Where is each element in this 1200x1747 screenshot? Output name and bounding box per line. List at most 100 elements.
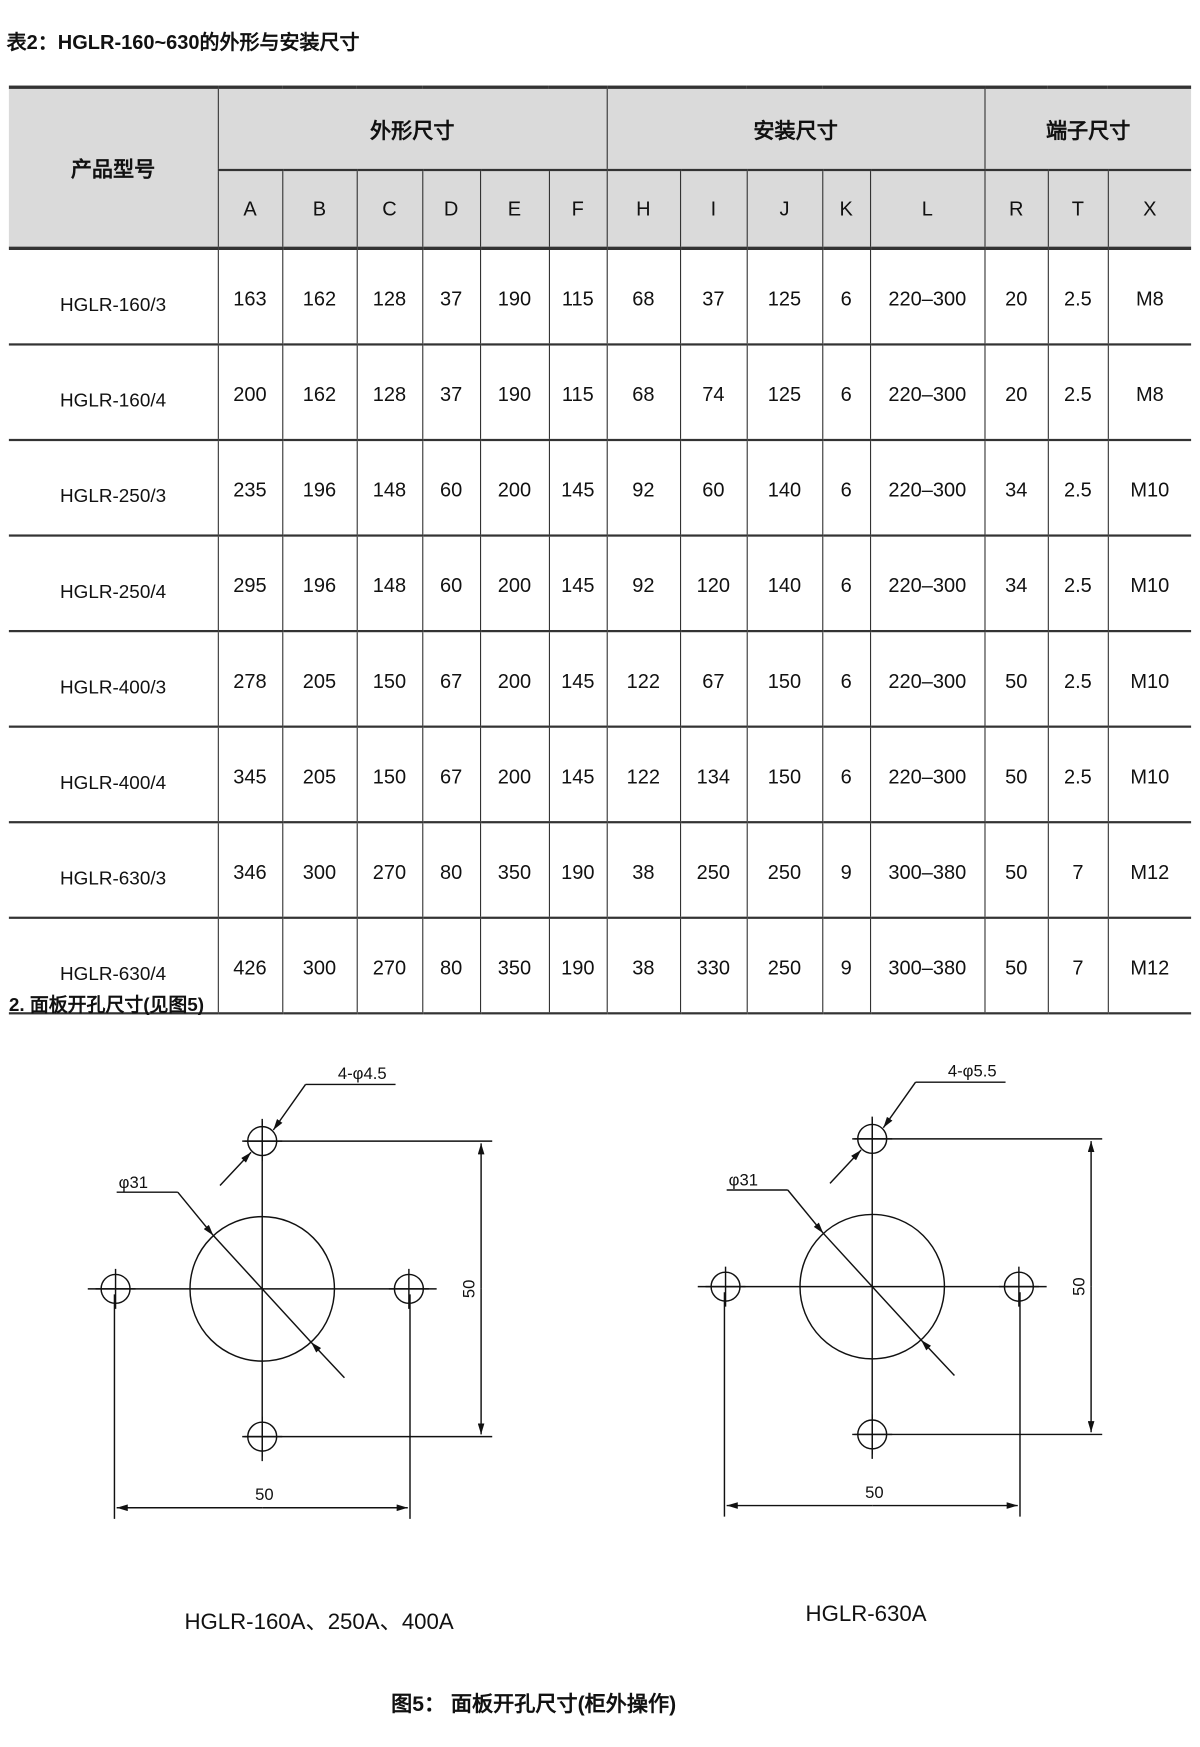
value-cell-r: 34: [984, 439, 1048, 537]
value-cell-j: 140: [746, 535, 823, 633]
model-cell: HGLR-250/4: [8, 535, 218, 633]
value-cell-e: 200: [479, 631, 549, 728]
value-cell-h: 122: [606, 726, 681, 824]
value-cell-a: 295: [217, 535, 283, 633]
value-cell-t: 2.5: [1047, 631, 1108, 728]
value-cell-k: 9: [821, 917, 871, 1015]
value-cell-r: 50: [984, 726, 1048, 824]
center-cutout-circle: [189, 1215, 336, 1362]
model-cell: HGLR-400/3: [8, 631, 218, 728]
value-cell-j: 250: [746, 917, 823, 1015]
column-header-a: A: [217, 168, 283, 250]
value-cell-r: 50: [984, 917, 1048, 1015]
value-cell-h: 92: [606, 535, 681, 633]
center-leader: [177, 1191, 214, 1237]
header-model: 产品型号: [8, 85, 218, 250]
hole-diameter-label: 4-φ5.5: [948, 1062, 997, 1081]
model-cell: HGLR-160/3: [8, 248, 218, 346]
column-header-f: F: [548, 168, 607, 250]
value-cell-j: 125: [746, 344, 823, 442]
value-cell-b: 196: [281, 439, 357, 537]
value-cell-c: 148: [356, 535, 423, 633]
hole-leader: [882, 1081, 917, 1129]
value-cell-r: 50: [984, 822, 1048, 919]
value-cell-f: 190: [548, 917, 607, 1015]
value-cell-k: 6: [821, 248, 871, 346]
value-cell-r: 34: [984, 535, 1048, 633]
value-cell-i: 60: [679, 439, 747, 537]
value-cell-k: 9: [821, 822, 871, 919]
model-cell: HGLR-630/3: [8, 822, 218, 919]
value-cell-c: 270: [356, 917, 423, 1015]
value-cell-e: 350: [479, 822, 549, 919]
drawing-1-caption: HGLR-160A、250A、400A: [184, 1609, 454, 1635]
value-cell-t: 7: [1047, 822, 1108, 919]
value-cell-a: 346: [217, 822, 283, 919]
center-cutout-circle: [799, 1213, 946, 1360]
value-cell-l: 220–300: [869, 631, 985, 728]
value-cell-c: 128: [356, 248, 423, 346]
column-header-h: H: [606, 168, 681, 250]
column-header-b: B: [281, 168, 357, 250]
value-cell-f: 115: [548, 248, 607, 346]
value-cell-r: 20: [984, 248, 1048, 346]
value-cell-b: 300: [281, 822, 357, 919]
value-cell-h: 92: [606, 439, 681, 537]
value-cell-k: 6: [821, 726, 871, 824]
value-cell-j: 150: [746, 726, 823, 824]
value-cell-i: 120: [679, 535, 747, 633]
value-cell-a: 163: [217, 248, 283, 346]
value-cell-t: 7: [1047, 917, 1108, 1015]
value-cell-x: M8: [1107, 248, 1192, 346]
value-cell-i: 37: [679, 248, 747, 346]
value-cell-i: 250: [679, 822, 747, 919]
value-cell-l: 220–300: [869, 726, 985, 824]
value-cell-b: 162: [281, 344, 357, 442]
value-cell-l: 300–380: [869, 822, 985, 919]
value-cell-c: 128: [356, 344, 423, 442]
value-cell-c: 270: [356, 822, 423, 919]
value-cell-f: 145: [548, 535, 607, 633]
column-header-j: J: [746, 168, 823, 250]
model-cell: HGLR-250/3: [8, 439, 218, 537]
value-cell-k: 6: [821, 631, 871, 728]
value-cell-e: 190: [479, 344, 549, 442]
value-cell-f: 145: [548, 631, 607, 728]
column-header-k: K: [821, 168, 871, 250]
value-cell-r: 20: [984, 344, 1048, 442]
value-cell-i: 330: [679, 917, 747, 1015]
dimension-vertical-label: 50: [1069, 1277, 1088, 1296]
dimension-vertical-label: 50: [459, 1280, 478, 1299]
section-title: 2. 面板开孔尺寸(见图5): [8, 994, 205, 1016]
value-cell-l: 220–300: [869, 248, 985, 346]
column-header-c: C: [356, 168, 423, 250]
value-cell-t: 2.5: [1047, 248, 1108, 346]
value-cell-l: 300–380: [869, 917, 985, 1015]
value-cell-h: 38: [606, 822, 681, 919]
model-cell: HGLR-630/4: [8, 917, 218, 1015]
value-cell-x: M12: [1107, 822, 1192, 919]
value-cell-b: 162: [281, 248, 357, 346]
hole-diameter-label: 4-φ4.5: [338, 1064, 387, 1083]
column-header-d: D: [421, 168, 480, 250]
dimension-horizontal-label: 50: [255, 1485, 274, 1504]
value-cell-f: 115: [548, 344, 607, 442]
value-cell-d: 37: [421, 344, 480, 442]
value-cell-b: 205: [281, 631, 357, 728]
hole-leader: [272, 1084, 307, 1131]
center-leader: [310, 1341, 345, 1379]
column-header-x: X: [1107, 168, 1192, 250]
value-cell-b: 196: [281, 535, 357, 633]
value-cell-b: 300: [281, 917, 357, 1015]
center-diameter-label: φ31: [729, 1171, 758, 1190]
value-cell-x: M10: [1107, 726, 1192, 824]
center-leader: [787, 1189, 824, 1234]
